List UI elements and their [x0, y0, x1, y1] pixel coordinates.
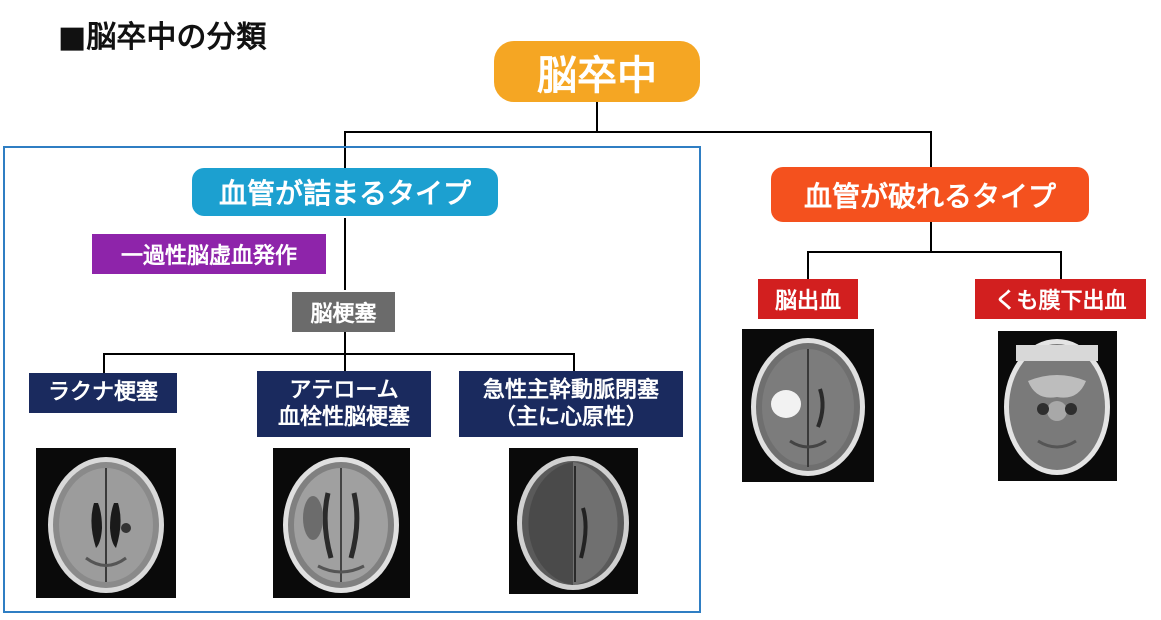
lvo-label-line1: 急性主幹動脈閉塞	[482, 377, 659, 403]
lvo-label-line2: （主に心原性）	[493, 405, 648, 430]
hemorrhagic-type-label: 血管が破れるタイプ	[803, 179, 1056, 213]
infarction-label: 脳梗塞	[310, 302, 377, 327]
athero-label-line2: 血栓性脳梗塞	[277, 405, 410, 430]
infarction-box: 脳梗塞	[292, 292, 395, 332]
page-title: ■脳卒中の分類	[58, 20, 267, 55]
lvo-box: 急性主幹動脈閉塞 （主に心原性）	[459, 371, 683, 437]
hemorrhagic-type-box: 血管が破れるタイプ	[771, 167, 1089, 222]
connector-to-occlusive	[344, 131, 346, 169]
connector-hemorrhagic-down	[930, 222, 932, 252]
lvo-ct-scan	[509, 448, 638, 594]
athero-label-line1: アテローム	[289, 377, 399, 403]
connector-hemorrhagic-horizontal	[807, 251, 1062, 253]
connector-infarction-down	[344, 332, 346, 354]
ich-ct-scan	[742, 329, 874, 482]
ich-box: 脳出血	[758, 279, 858, 319]
connector-to-lacunar	[103, 353, 105, 373]
ich-label: 脳出血	[774, 289, 841, 314]
connector-occlusive-down	[344, 218, 346, 290]
root-label: 脳卒中	[537, 52, 657, 99]
tia-box: 一過性脳虚血発作	[92, 234, 326, 274]
lacunar-ct-scan	[36, 448, 176, 598]
connector-infarction-horizontal	[103, 353, 575, 355]
sah-label: くも膜下出血	[994, 289, 1127, 314]
connector-to-lvo	[573, 353, 575, 371]
athero-box: アテローム 血栓性脳梗塞	[257, 371, 431, 437]
occlusive-group-frame	[3, 146, 701, 613]
occlusive-type-label: 血管が詰まるタイプ	[218, 177, 471, 210]
connector-to-ich	[807, 251, 809, 279]
connector-to-sah	[1060, 251, 1062, 279]
sah-ct-scan	[998, 331, 1117, 481]
atherothrombotic-ct-scan	[273, 448, 410, 598]
occlusive-type-box: 血管が詰まるタイプ	[192, 168, 498, 216]
lacunar-box: ラクナ梗塞	[29, 373, 177, 413]
connector-root-down	[596, 102, 598, 132]
sah-box: くも膜下出血	[975, 279, 1146, 319]
connector-to-athero	[344, 353, 346, 371]
tia-label: 一過性脳虚血発作	[120, 244, 297, 269]
root-stroke-box: 脳卒中	[494, 41, 700, 102]
connector-top-horizontal	[344, 131, 932, 133]
lacunar-label: ラクナ梗塞	[47, 380, 158, 406]
connector-to-hemorrhagic	[930, 131, 932, 167]
